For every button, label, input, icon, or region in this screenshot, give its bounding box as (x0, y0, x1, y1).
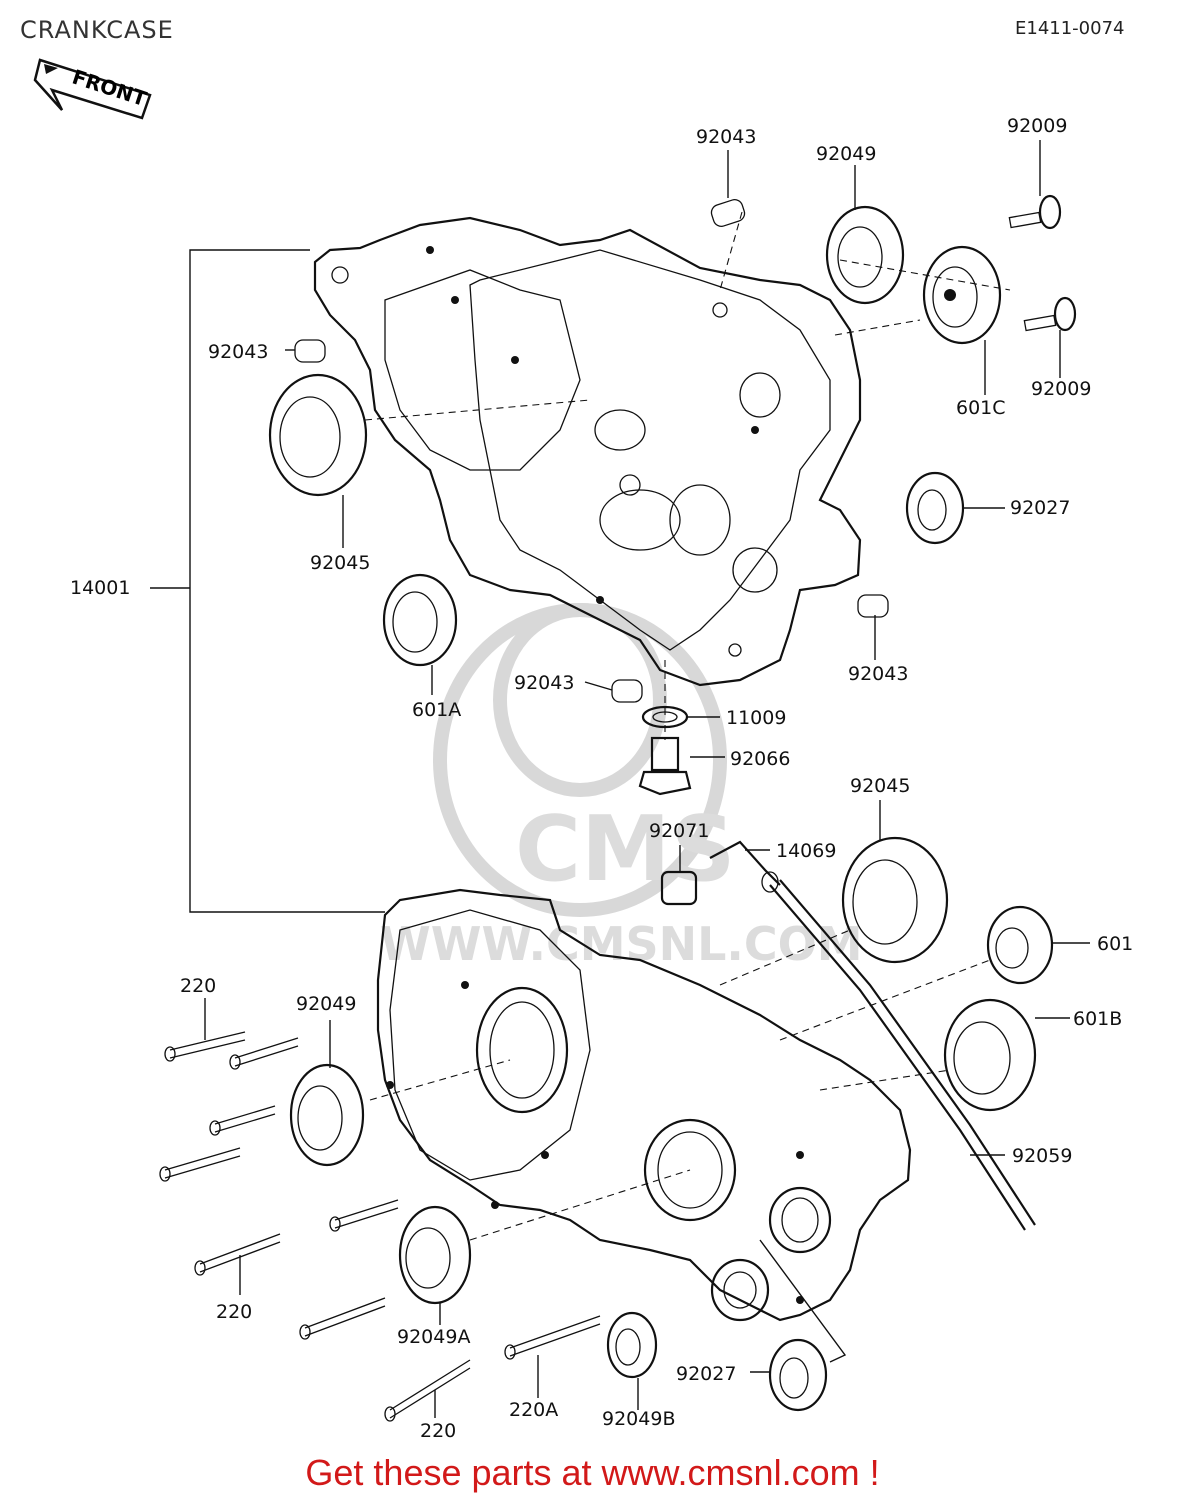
dowel-pin-92043-mid (611, 679, 643, 703)
label-92043-right: 92043 (848, 663, 908, 685)
label-92045-right: 92045 (850, 775, 910, 797)
fitting-14069 (709, 840, 781, 893)
label-601A: 601A (412, 699, 461, 721)
label-601B: 601B (1073, 1008, 1122, 1030)
label-92027-bottom: 92027 (676, 1363, 736, 1385)
label-92043-top: 92043 (696, 126, 756, 148)
label-11009: 11009 (726, 707, 786, 729)
cms-watermark: CMS WWW.CMSNL.COM (380, 603, 863, 971)
collar-92027-bottom (768, 1338, 828, 1412)
bracket-14001 (150, 249, 385, 913)
upper-crankcase-half (313, 216, 862, 687)
label-92043-left: 92043 (208, 341, 268, 363)
label-92071: 92071 (649, 820, 709, 842)
collar-92027-top (905, 471, 965, 545)
footer-promo-link[interactable]: Get these parts at www.cmsnl.com ! (305, 1452, 880, 1493)
label-92045-left: 92045 (310, 552, 370, 574)
alignment-lines (364, 211, 1011, 1241)
oil-seal-92049-top (825, 205, 905, 305)
breather-hose-92059 (769, 879, 1036, 1231)
needle-bearing-601 (986, 905, 1054, 985)
label-92049A: 92049A (397, 1326, 470, 1348)
diagram-code: E1411-0074 (1015, 18, 1125, 39)
cap-92071 (660, 870, 698, 906)
label-92049B: 92049B (602, 1408, 675, 1430)
label-92027-top: 92027 (1010, 497, 1070, 519)
ball-bearing-92045-right (841, 836, 949, 964)
dowel-pin-92043-top (710, 199, 746, 227)
label-601C: 601C (956, 397, 1006, 419)
bolts-220 (159, 1031, 471, 1422)
screw-92009-bottom (1023, 296, 1077, 332)
label-92059: 92059 (1012, 1145, 1072, 1167)
label-92049-top: 92049 (816, 143, 876, 165)
front-arrow-icon: FRONT (33, 58, 152, 120)
label-92009-right: 92009 (1031, 378, 1091, 400)
label-220-c: 220 (420, 1420, 456, 1442)
screw-92009-top (1008, 194, 1062, 230)
label-92049-left: 92049 (296, 993, 356, 1015)
label-601: 601 (1097, 933, 1133, 955)
leader-lines (204, 140, 1090, 1418)
lower-crankcase-half (376, 888, 912, 1322)
ball-bearing-601B (943, 998, 1037, 1112)
label-92043-mid: 92043 (514, 672, 574, 694)
label-220-a: 220 (180, 975, 216, 997)
oil-seal-92049B (606, 1311, 658, 1379)
label-220-b: 220 (216, 1301, 252, 1323)
label-92066: 92066 (730, 748, 790, 770)
diagram-title: CRANKCASE (20, 16, 174, 44)
label-92009-top: 92009 (1007, 115, 1067, 137)
dowel-pin-92043-left (294, 339, 326, 363)
watermark-logo: CMS (515, 797, 735, 902)
oil-seal-92049A (398, 1205, 472, 1305)
ball-bearing-601A (382, 573, 458, 667)
oil-seal-92049-left (289, 1063, 365, 1167)
watermark-url: WWW.CMSNL.COM (380, 917, 863, 971)
label-220A: 220A (509, 1399, 558, 1421)
ball-bearing-92045-left (268, 373, 368, 497)
bolt-220A (504, 1315, 601, 1360)
label-14001: 14001 (70, 577, 130, 599)
dowel-pin-92043-right (857, 594, 889, 618)
label-14069: 14069 (776, 840, 836, 862)
part-labels: 92043 92049 92009 92043 601C 92009 92027… (70, 115, 1133, 1442)
ball-bearing-601C (922, 245, 1002, 345)
